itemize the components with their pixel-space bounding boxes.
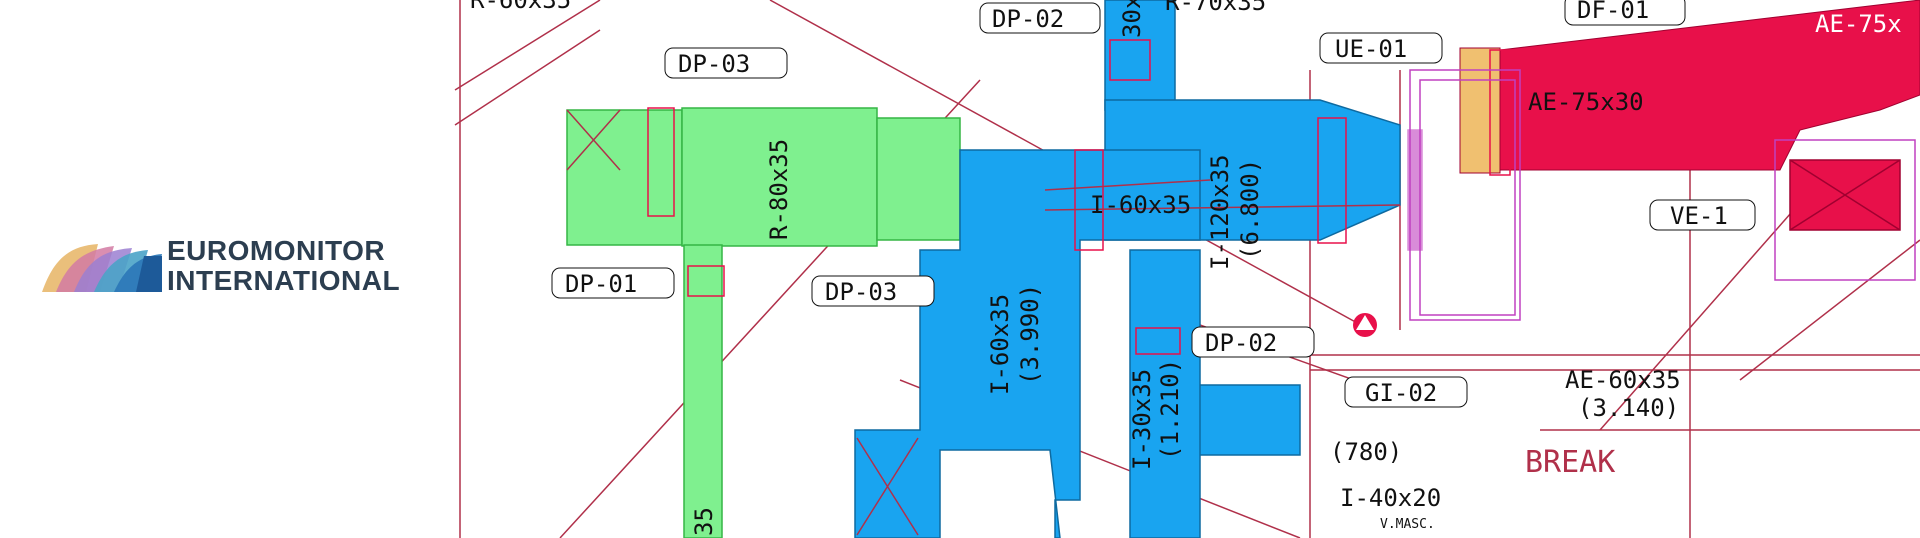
label-ve-1: VE-1 [1670,202,1728,230]
brand-wordmark: EUROMONITOR INTERNATIONAL [167,236,400,296]
label-ue-01: UE-01 [1335,35,1407,63]
label-i-60x35-vertical-sub: (3.990) [1016,284,1044,385]
label-i-120x35: I-120x35 [1206,154,1234,270]
equipment [1407,69,1916,321]
logo-panel: EUROMONITOR INTERNATIONAL [0,0,455,538]
label-dp-03-mid: DP-03 [825,278,897,306]
label-df-01: DF-01 [1577,0,1649,24]
label-break: BREAK [1525,445,1615,480]
return-duct-details [856,39,1401,536]
label-r-70x35: R-70x35 [1165,0,1266,16]
label-30x-top: 30x [1118,0,1146,38]
label-i-60x35-vertical: I-60x35 [986,294,1014,395]
label-ae-75x-top: AE-75x [1815,10,1902,38]
label-ae-75x30: AE-75x30 [1528,88,1644,116]
euromonitor-logo-icon [42,244,162,292]
label-dp-01: DP-01 [565,270,637,298]
label-v-masc: V.MASC. [1380,517,1435,532]
label-dp-02-mid: DP-02 [1205,329,1277,357]
valve-symbol [1353,313,1377,337]
label-i-30x35: I-30x35 [1128,369,1156,470]
label-i-60x35: I-60x35 [1090,191,1191,219]
label-i-40x20: I-40x20 [1340,484,1441,512]
brand-line-2: INTERNATIONAL [167,265,401,296]
supply-duct-details [566,107,725,297]
label-r-80x35: R-80x35 [765,139,793,240]
label-dp-02-top: DP-02 [992,5,1064,33]
label-r-60x35: R-60x35 [470,0,571,14]
label-35: 35 [690,507,718,536]
label-dp-03-top: DP-03 [678,50,750,78]
label-i-120x35-sub: (6.800) [1236,159,1264,260]
exhaust-details [1489,49,1511,176]
label-gi-02: GI-02 [1365,379,1437,407]
label-i-30x35-sub: (1.210) [1156,359,1184,460]
brand-line-1: EUROMONITOR [167,235,386,266]
return-duct [854,0,1401,538]
label-ae-60x35: AE-60x35 [1565,366,1681,394]
label-780: (780) [1330,438,1402,466]
exhaust-duct [1459,0,1920,174]
label-ae-60x35-sub: (3.140) [1578,394,1679,422]
